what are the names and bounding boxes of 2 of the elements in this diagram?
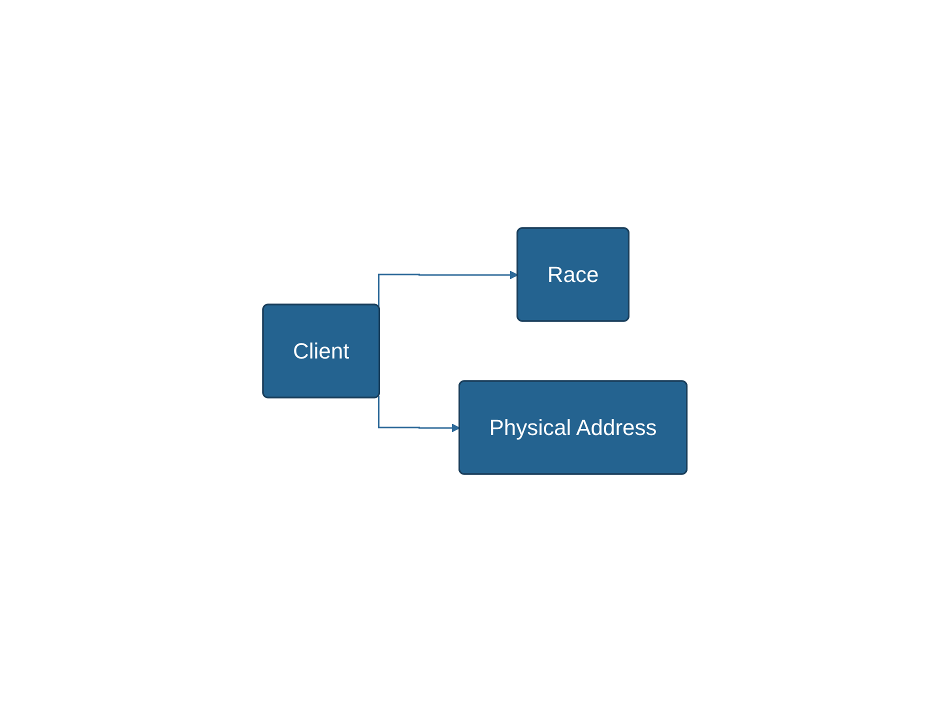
arrow [378, 270, 518, 306]
arrow [378, 396, 460, 432]
